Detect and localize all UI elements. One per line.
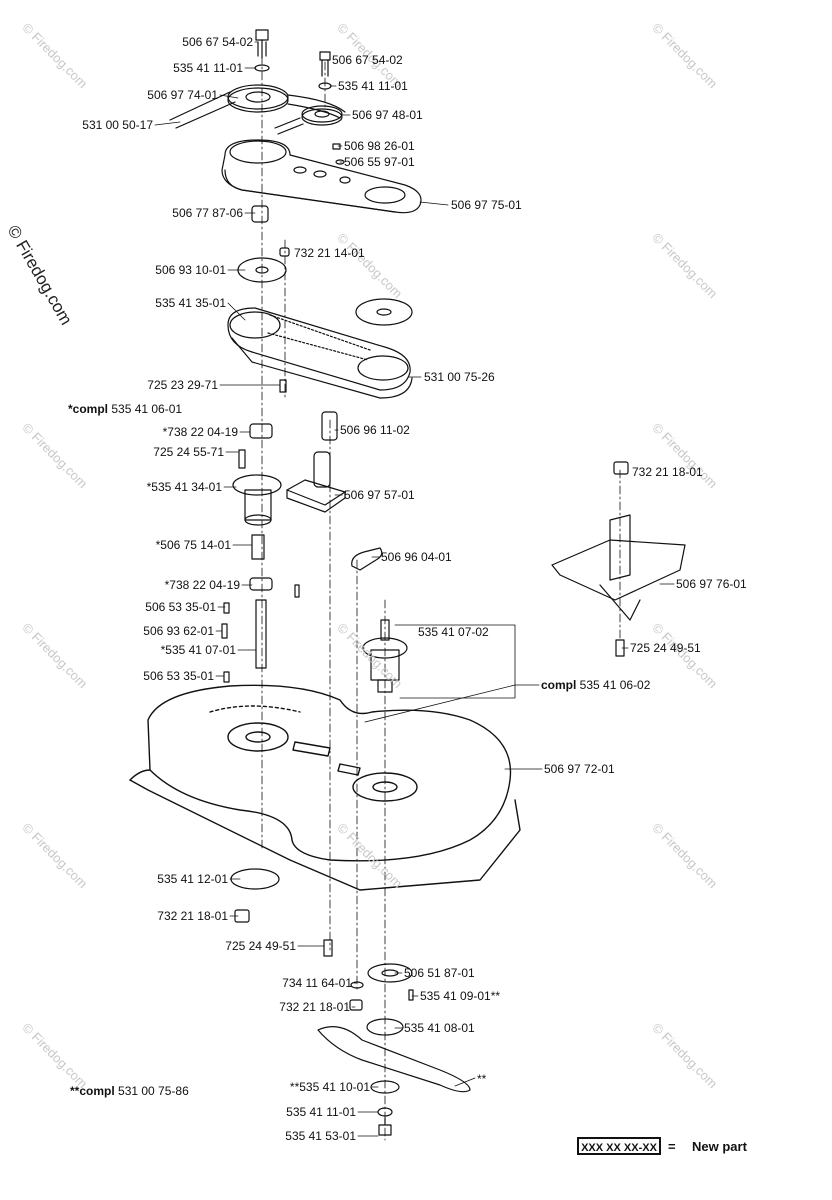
top-washer [254, 64, 270, 72]
washer-535-41-10 [370, 1080, 400, 1094]
blade [317, 1026, 471, 1093]
part-label-p48: 535 41 53-01 [285, 1129, 356, 1143]
part-label-p13: 506 93 10-01 [155, 263, 226, 277]
legend-new-part-text: New part [692, 1139, 747, 1154]
spindle [362, 619, 408, 693]
part-label-p07: 506 97 48-01 [352, 108, 423, 122]
part-label-p12: 732 21 14-01 [294, 246, 365, 260]
top-bolt [255, 29, 269, 59]
part-label-p10: 506 97 75-01 [451, 198, 522, 212]
tension-bracket [286, 451, 346, 513]
adapter-535-41-08 [366, 1018, 404, 1036]
pin-2 [221, 623, 228, 639]
cutter-deck [129, 684, 521, 891]
part-label-p29: 535 41 07-02 [418, 625, 489, 639]
part-label-p32: *535 41 07-01 [160, 643, 236, 657]
part-label-p20: 725 24 55-71 [153, 445, 224, 459]
bushing [249, 423, 273, 439]
pin-1 [223, 602, 230, 614]
pin-535-41-09 [408, 989, 414, 1001]
part-label-p43: 535 41 08-01 [404, 1021, 475, 1035]
pin-4 [223, 671, 230, 683]
part-label-p28: 506 53 35-01 [145, 600, 216, 614]
idler-pulley [301, 105, 343, 126]
pulley-plate-right [355, 298, 413, 326]
shaft-sleeve [251, 534, 265, 560]
bolt-535-41-53 [378, 1117, 392, 1136]
washer-535-41-11-lower [377, 1107, 393, 1117]
small-bolt [319, 51, 331, 77]
nut-top [279, 247, 290, 257]
lever [351, 547, 383, 571]
part-label-p37: 732 21 18-01 [157, 909, 228, 923]
belt-cover [221, 139, 422, 214]
part-label-p26: 506 97 76-01 [676, 577, 747, 591]
part-label-p30: 506 93 62-01 [143, 624, 214, 638]
nut-732-lower [349, 999, 363, 1011]
part-label-p04: 531 00 50-17 [82, 118, 153, 132]
part-label-p31: 725 24 49-51 [630, 641, 701, 655]
part-label-p14: 535 41 35-01 [155, 296, 226, 310]
part-label-p25: 506 96 04-01 [381, 550, 452, 564]
part-label-p39: 506 51 87-01 [404, 966, 475, 980]
part-label-p46: ** [477, 1072, 487, 1086]
part-label-p11: 506 77 87-06 [172, 206, 243, 220]
pin-3 [294, 584, 300, 598]
part-label-p24: *506 75 14-01 [155, 538, 231, 552]
washer-734 [350, 981, 364, 989]
pulley-plate-left [237, 257, 287, 283]
nut [335, 159, 345, 165]
part-label-p34: 506 53 35-01 [143, 669, 214, 683]
part-label-p16: 725 23 29-71 [147, 378, 218, 392]
part-label-p02: 535 41 11-01 [173, 61, 243, 75]
part-label-p27: *738 22 04-19 [164, 578, 240, 592]
part-label-p06: 535 41 11-01 [338, 79, 408, 93]
part-label-p40: 734 11 64-01 [282, 976, 352, 990]
drive-belt [169, 91, 346, 135]
screw [332, 143, 341, 150]
bolt-725-24-49-lower [323, 939, 333, 957]
bolt-725-24 [238, 449, 246, 469]
part-label-p01: 506 67 54-02 [182, 35, 253, 49]
part-label-p22: *535 41 34-01 [146, 480, 222, 494]
part-label-p33: compl 535 41 06-02 [541, 678, 651, 692]
legend-new-part-box: XXX XX XX-XX [577, 1137, 661, 1155]
part-label-p18: *738 22 04-19 [162, 425, 238, 439]
part-label-p17: *compl 535 41 06-01 [68, 402, 183, 416]
part-label-p21: 732 21 18-01 [632, 465, 703, 479]
part-label-p05: 506 67 54-02 [332, 53, 403, 67]
small-washer [318, 82, 332, 90]
washer-535-41-12 [230, 868, 280, 890]
large-pulley [227, 84, 289, 113]
part-label-p03: 506 97 74-01 [147, 88, 218, 102]
part-label-p36: 535 41 12-01 [157, 872, 228, 886]
part-label-p41: 535 41 09-01** [420, 989, 501, 1003]
part-label-p08: 506 98 26-01 [344, 139, 415, 153]
part-label-p42: 732 21 18-01 [279, 1000, 350, 1014]
part-label-p35: 506 97 72-01 [544, 762, 615, 776]
bushing-lower [249, 577, 273, 591]
spacer-tube [321, 411, 338, 441]
part-label-p19: 506 96 11-02 [340, 423, 410, 437]
bolt-725-24-49 [615, 639, 625, 657]
spacer [251, 205, 269, 223]
part-label-p23: 506 97 57-01 [344, 488, 415, 502]
hub [367, 963, 413, 983]
part-label-p15: 531 00 75-26 [424, 370, 495, 384]
shaft [255, 599, 267, 669]
part-label-p44: **compl 531 00 75-86 [70, 1084, 189, 1098]
part-label-p38: 725 24 49-51 [225, 939, 296, 953]
legend-equals: = [668, 1139, 676, 1154]
timing-belt-assembly [227, 307, 413, 399]
bearing-housing [232, 474, 282, 526]
part-label-p09: 506 55 97-01 [344, 155, 415, 169]
part-label-p47: 535 41 11-01 [286, 1105, 356, 1119]
nut-732-21-18 [234, 909, 250, 923]
bolt-725-23 [279, 379, 287, 393]
part-label-p45: **535 41 10-01 [289, 1080, 370, 1094]
motor-bracket [551, 461, 686, 621]
